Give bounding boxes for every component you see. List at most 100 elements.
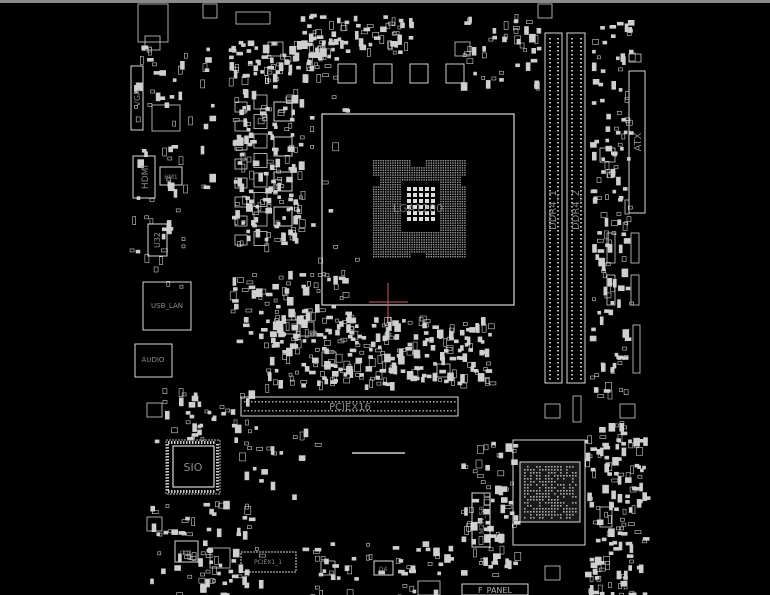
dimm-pin bbox=[557, 158, 559, 160]
vga-connector[interactable]: VGA bbox=[130, 65, 144, 131]
smd-pad bbox=[328, 38, 333, 45]
smd-pad bbox=[623, 238, 631, 244]
smd-pad bbox=[355, 357, 363, 364]
sio-pin bbox=[216, 489, 219, 491]
smd-pad bbox=[423, 319, 431, 323]
cpu-pin bbox=[406, 167, 408, 169]
cpu-pin bbox=[459, 210, 461, 212]
cpu-pin bbox=[464, 217, 466, 219]
dimm-pin bbox=[580, 378, 582, 380]
cpu-pin bbox=[464, 212, 466, 215]
cpu-pin bbox=[445, 186, 447, 188]
cpu-pin bbox=[399, 193, 401, 195]
cpu-pin bbox=[380, 193, 382, 195]
atx-power-connector[interactable]: ATX bbox=[628, 70, 646, 214]
mosfet bbox=[253, 114, 268, 129]
smd-pad bbox=[233, 180, 238, 184]
dimm-pin bbox=[571, 134, 573, 136]
front-panel-header[interactable]: F_PANEL bbox=[461, 583, 529, 595]
smd-pad bbox=[398, 559, 404, 563]
cpu-pin bbox=[406, 248, 408, 251]
pcie-pin bbox=[377, 410, 379, 412]
cpu-pin bbox=[433, 256, 435, 258]
sio-pin bbox=[183, 441, 185, 444]
ddr4-slot-1[interactable]: DDR4_1 bbox=[544, 32, 563, 384]
smd-pad bbox=[460, 382, 468, 389]
cpu-pin bbox=[454, 232, 456, 234]
hdmi-label: HDMI bbox=[141, 165, 151, 189]
chipset-ball bbox=[548, 469, 550, 471]
pciex16-slot[interactable]: PCIEX16 bbox=[240, 396, 459, 417]
smd-pad bbox=[241, 43, 246, 47]
cpu-pin bbox=[394, 184, 396, 186]
chipset[interactable] bbox=[512, 439, 586, 546]
cpu-pin bbox=[397, 205, 399, 207]
cpu-pin bbox=[435, 162, 437, 164]
smd-pad bbox=[503, 33, 508, 40]
cpu-pin bbox=[404, 169, 406, 171]
dimm-pin bbox=[557, 118, 559, 120]
cpu-pin bbox=[380, 234, 382, 236]
cpu-pin bbox=[454, 169, 456, 171]
smd-pad bbox=[272, 85, 278, 89]
smd-pad bbox=[261, 469, 268, 475]
cpu-pin bbox=[440, 232, 442, 234]
cpu-pin bbox=[406, 239, 408, 241]
m2-slot[interactable]: M2A_SB bbox=[471, 492, 491, 548]
cpu-socket-label: LGA1200 bbox=[393, 202, 443, 215]
cpu-pin bbox=[445, 179, 447, 181]
smd-pad bbox=[605, 262, 611, 266]
hdmi-chip[interactable]: HM1 bbox=[159, 166, 183, 186]
smd-pad bbox=[499, 70, 504, 75]
usb-lan-connector[interactable]: USB_LAN bbox=[142, 281, 192, 331]
pcie-pin bbox=[359, 401, 361, 403]
cpu-pin bbox=[387, 232, 389, 234]
smd-pad bbox=[617, 356, 622, 360]
cpu-pin bbox=[452, 248, 454, 251]
cpu-pin bbox=[430, 234, 432, 236]
cpu-pin bbox=[409, 246, 411, 248]
audio-connector[interactable]: AUDIO bbox=[134, 343, 173, 378]
smd-pad bbox=[410, 375, 418, 382]
cpu-pin bbox=[445, 176, 447, 179]
smd-pad bbox=[639, 482, 643, 492]
q4-transistor[interactable]: Q4 bbox=[373, 560, 394, 576]
chipset-ball bbox=[527, 484, 529, 486]
cpu-socket[interactable]: LGA1200 bbox=[321, 113, 515, 306]
dimm-pin bbox=[580, 86, 582, 88]
smd-pad bbox=[366, 48, 371, 57]
cpu-pin bbox=[445, 222, 447, 224]
cpu-pin bbox=[428, 172, 430, 174]
cpu-pin bbox=[428, 256, 430, 258]
cpu-pin bbox=[442, 169, 444, 171]
smd-pad bbox=[448, 331, 454, 340]
pcie-pin bbox=[338, 410, 340, 412]
cpu-pin bbox=[457, 246, 459, 248]
mosfet bbox=[234, 196, 248, 208]
cpu-pin bbox=[389, 220, 392, 222]
smd-pad bbox=[324, 558, 329, 565]
dimm-pin bbox=[580, 338, 582, 340]
smd-pad bbox=[321, 180, 329, 185]
cpu-pin bbox=[399, 244, 401, 246]
pciex1-slot[interactable]: PCIEX1_1 bbox=[240, 551, 297, 573]
dimm-pin bbox=[580, 54, 582, 56]
cpu-pin bbox=[401, 179, 404, 181]
ddr4-slot-2[interactable]: DDR4_2 bbox=[566, 32, 586, 384]
cpu-pin bbox=[375, 227, 377, 229]
hdmi-connector[interactable]: HDMI bbox=[132, 155, 156, 199]
cpu-pin bbox=[437, 232, 440, 234]
smd-pad bbox=[406, 346, 414, 356]
cpu-pin bbox=[385, 241, 387, 243]
sio-chip[interactable]: SIO bbox=[165, 439, 221, 495]
u32-connector[interactable]: U32 bbox=[147, 223, 168, 257]
smd-pad bbox=[245, 308, 253, 313]
smd-pad bbox=[375, 333, 381, 343]
cpu-pin bbox=[447, 234, 449, 236]
cpu-pin bbox=[428, 167, 430, 169]
cpu-pin bbox=[380, 220, 382, 222]
cpu-pin bbox=[387, 198, 389, 200]
smd-pad bbox=[266, 319, 270, 324]
cu1-chip[interactable]: CU1 bbox=[174, 540, 199, 563]
